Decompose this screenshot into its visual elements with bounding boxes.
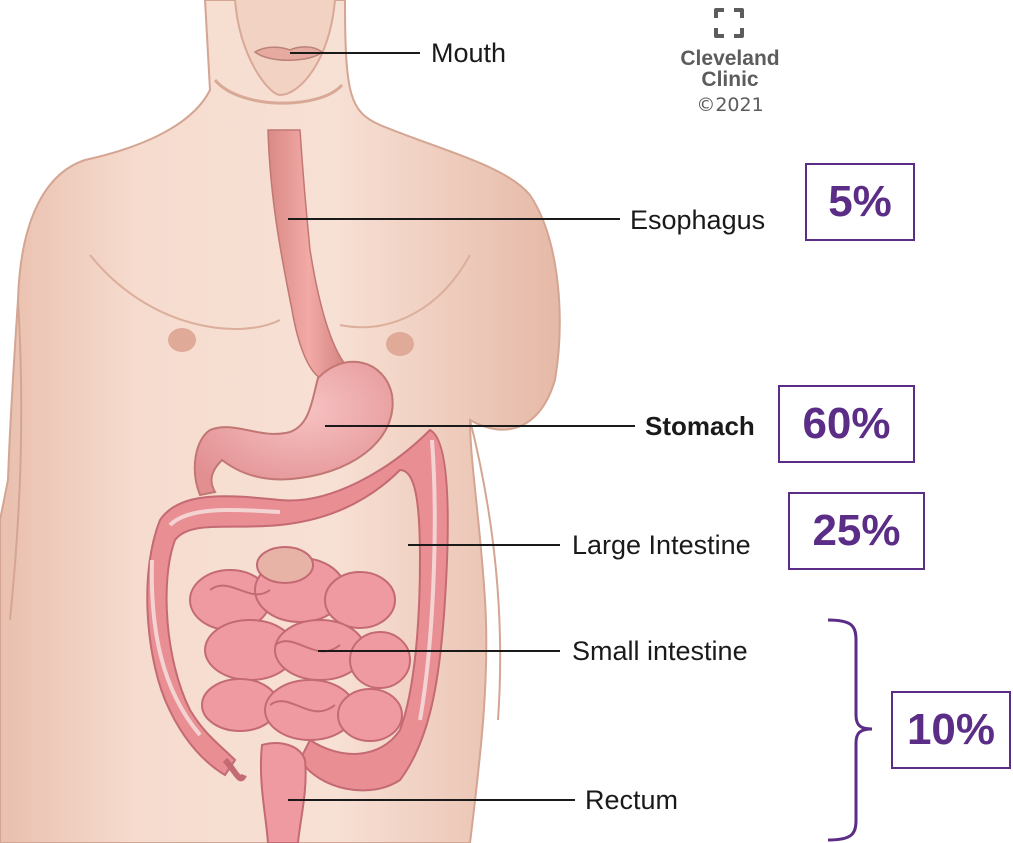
bracket bbox=[828, 620, 872, 840]
pct-box-esophagus: 5% bbox=[805, 163, 915, 241]
label-stomach: Stomach bbox=[645, 413, 755, 439]
small-intestine-shape bbox=[190, 547, 410, 741]
rectum-shape bbox=[261, 743, 306, 843]
brand-logo: Cleveland Clinic ©2021 bbox=[672, 48, 788, 116]
label-mouth: Mouth bbox=[431, 40, 506, 67]
label-rectum: Rectum bbox=[585, 787, 678, 814]
pct-box-stomach: 60% bbox=[778, 385, 915, 463]
logo-mark bbox=[713, 7, 745, 39]
label-esophagus: Esophagus bbox=[630, 207, 765, 234]
label-large-intestine: Large Intestine bbox=[572, 532, 751, 559]
pct-box-small-intestine-rectum: 10% bbox=[891, 691, 1011, 769]
copyright-text: ©2021 bbox=[672, 94, 788, 116]
brand-name-line2: Clinic bbox=[672, 69, 788, 90]
brand-name-line1: Cleveland bbox=[672, 48, 788, 69]
pct-box-large-intestine: 25% bbox=[788, 492, 925, 570]
label-small-intestine: Small intestine bbox=[572, 638, 748, 665]
